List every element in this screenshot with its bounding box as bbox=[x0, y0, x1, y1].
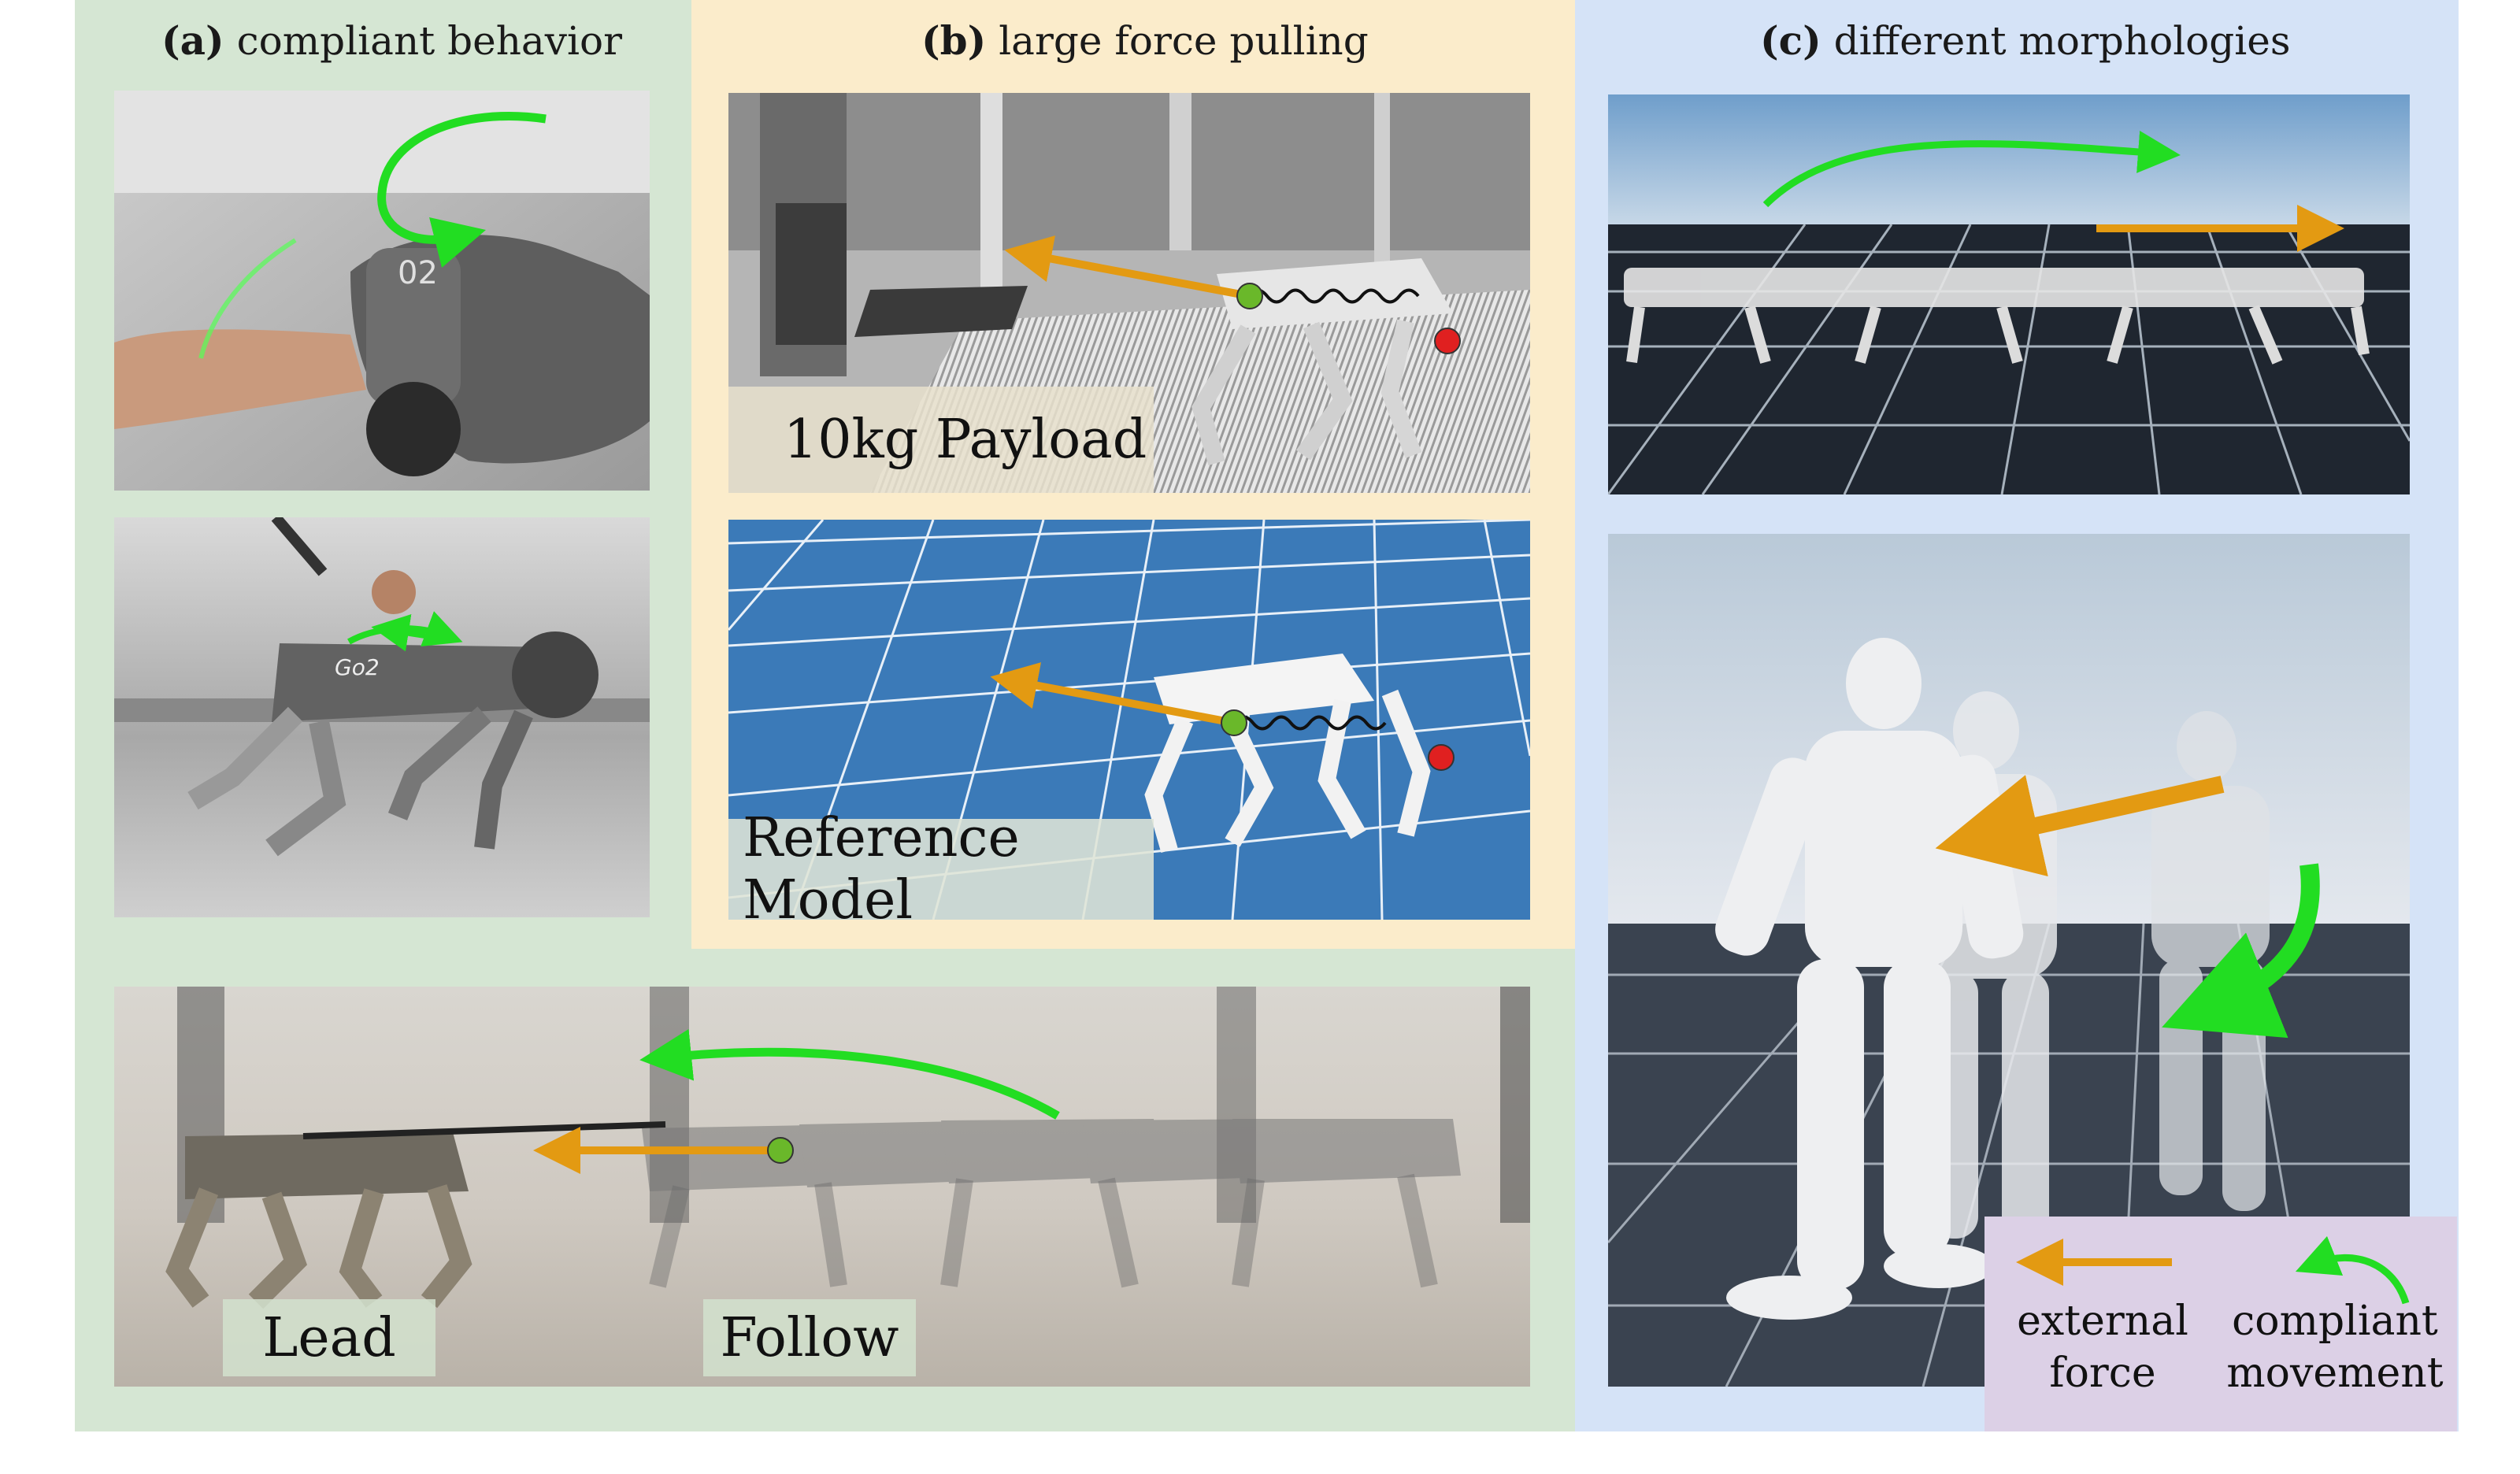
legend-external-line2: force bbox=[2049, 1350, 2156, 1397]
compliant-arrow-icon bbox=[1762, 131, 2181, 208]
panel-b-letter: (b) bbox=[921, 17, 987, 64]
legend-compliant-line2: movement bbox=[2226, 1350, 2444, 1397]
compliant-arrow-icon bbox=[639, 1028, 1060, 1120]
photo-humanoid-sim bbox=[1608, 534, 2410, 1387]
robot-number-text: 02 bbox=[398, 255, 438, 291]
legend-compliant-line1: compliant bbox=[2232, 1298, 2438, 1345]
compliant-arrow-icon bbox=[347, 611, 463, 647]
follow-label-text: Follow bbox=[720, 1306, 899, 1369]
panel-c-caption: different morphologies bbox=[1833, 18, 2291, 64]
reference-model-label-text: Reference Model bbox=[743, 807, 1020, 931]
compliant-arrow-icon bbox=[377, 112, 547, 269]
lead-label: Lead bbox=[223, 1299, 435, 1376]
follow-label: Follow bbox=[703, 1299, 916, 1376]
panel-a-title: (a) compliant behavior bbox=[161, 17, 622, 64]
legend-box: external force compliant movement bbox=[1984, 1217, 2457, 1431]
robot-model-text: Go2 bbox=[335, 654, 380, 680]
lead-label-text: Lead bbox=[262, 1306, 396, 1369]
legend-icons bbox=[2016, 1235, 2410, 1305]
external-force-arrow-icon bbox=[1935, 775, 2225, 877]
external-force-arrow-icon bbox=[1004, 235, 1251, 300]
panel-c-letter: (c) bbox=[1760, 17, 1821, 64]
photo-quadruped-sim bbox=[1608, 94, 2410, 494]
compliant-arrow-icon bbox=[2162, 863, 2320, 1039]
payload-label-text: 10kg Payload bbox=[784, 409, 1147, 471]
compliant-movement-legend-icon bbox=[2295, 1235, 2410, 1305]
legend-compliant-movement: compliant movement bbox=[2221, 1295, 2449, 1399]
reference-model-label: Reference Model bbox=[728, 807, 1154, 931]
legend-external-line1: external bbox=[2017, 1298, 2188, 1345]
photo-finger-poke: 02 bbox=[114, 91, 650, 491]
external-force-arrow-icon bbox=[990, 662, 1235, 727]
legend-external-force: external force bbox=[2008, 1295, 2197, 1399]
panel-c-title: (c) different morphologies bbox=[1760, 17, 2291, 64]
panel-b-caption: large force pulling bbox=[999, 18, 1369, 64]
payload-label: 10kg Payload bbox=[728, 387, 1154, 493]
panel-a-caption: compliant behavior bbox=[236, 18, 622, 64]
panel-b-title: (b) large force pulling bbox=[921, 17, 1369, 64]
panel-a-letter: (a) bbox=[161, 17, 224, 64]
photo-lifted-robot: Go2 bbox=[114, 517, 650, 917]
